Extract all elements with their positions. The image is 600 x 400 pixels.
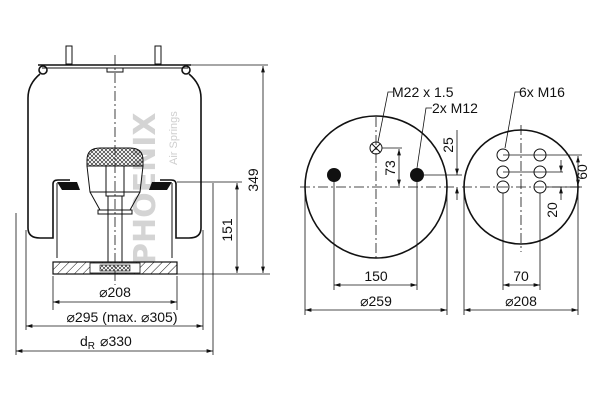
bumper bbox=[86, 147, 144, 167]
dim-roll-dia-330: dR⌀330 bbox=[80, 333, 132, 352]
dim-studs-spacing-150: 150 bbox=[364, 268, 388, 284]
stud-left bbox=[65, 45, 73, 65]
m16-holes bbox=[496, 148, 547, 194]
dim-piston-dia-208: ⌀208 bbox=[99, 284, 131, 300]
watermark-subtitle: Air Springs bbox=[168, 111, 180, 165]
bottom-plate-view: 6x M16 60 20 70 ⌀208 bbox=[462, 84, 590, 315]
dim-height-151: 151 bbox=[219, 218, 235, 242]
label-m22-port: M22 x 1.5 bbox=[392, 84, 454, 100]
side-view: 349 151 ⌀208 ⌀295 (max. ⌀305) dR⌀330 bbox=[15, 45, 270, 355]
label-2x-m12: 2x M12 bbox=[432, 100, 478, 116]
dim-port-offset-73: 73 bbox=[382, 160, 398, 176]
stud-hole-right bbox=[410, 168, 424, 182]
dim-studs-offset-25: 25 bbox=[440, 137, 456, 153]
dim-height-349: 349 bbox=[245, 168, 261, 192]
stud-right bbox=[154, 45, 162, 65]
top-plate-view: M22 x 1.5 2x M12 73 25 150 ⌀259 bbox=[300, 84, 478, 315]
dim-hole-spacing-70: 70 bbox=[513, 268, 529, 284]
bellow-outline bbox=[27, 73, 70, 239]
stud-hole-left bbox=[327, 168, 341, 182]
label-6x-m16: 6x M16 bbox=[519, 84, 565, 100]
dim-hole-offset-20: 20 bbox=[544, 202, 560, 218]
dim-hole-span-60: 60 bbox=[574, 164, 590, 180]
dim-bellow-dia-295: ⌀295 (max. ⌀305) bbox=[66, 309, 177, 325]
dim-top-plate-dia-259: ⌀259 bbox=[360, 293, 392, 309]
dim-bottom-plate-dia-208: ⌀208 bbox=[505, 293, 537, 309]
